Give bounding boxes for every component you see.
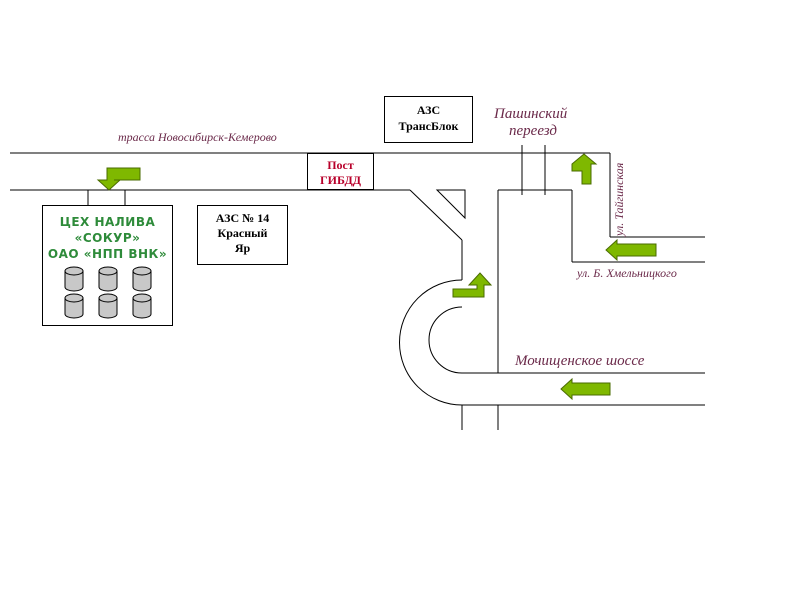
- azs14-line1: АЗС № 14: [215, 211, 270, 225]
- arrow-up-right-icon: [452, 272, 493, 298]
- loop-inner: [428, 306, 463, 374]
- sokur-line2: «СОКУР»: [74, 231, 141, 245]
- sokur-line3: ОАО «НПП ВНК»: [47, 247, 168, 261]
- triangle-island: [435, 189, 466, 220]
- arrow-down-icon: [96, 167, 141, 191]
- highway-label: трасса Новосибирск-Кемерово: [118, 130, 277, 144]
- tank-icon: [132, 266, 152, 292]
- gibdd-line1: Пост: [327, 158, 354, 172]
- taiginskaya-label: ул. Тайгинская: [612, 162, 626, 236]
- post-gibdd-box: Пост ГИБДД: [307, 153, 374, 190]
- gibdd-line2: ГИБДД: [320, 173, 361, 187]
- tank-icon: [98, 293, 118, 319]
- azs14-line2: Красный: [217, 226, 268, 240]
- tank-icon: [132, 293, 152, 319]
- arrow-up-icon: [571, 153, 598, 185]
- transblok-line2: ТрансБлок: [398, 119, 459, 133]
- khmelnitskogo-label: ул. Б. Хмельницкого: [577, 266, 677, 280]
- azs14-line3: Яр: [234, 241, 251, 255]
- crossing-label-line2: переезд: [509, 123, 558, 139]
- sokur-filling-shop-box: ЦЕХ НАЛИВА «СОКУР» ОАО «НПП ВНК»: [42, 205, 173, 326]
- loop-outer: [399, 279, 463, 406]
- arrow-left-icon-mochishchenskoe: [560, 377, 611, 401]
- mochishchenskoe-label: Мочищенское шоссе: [515, 353, 645, 369]
- azs14-box: АЗС № 14 Красный Яр: [197, 205, 288, 265]
- transblok-line1: АЗС: [416, 103, 441, 117]
- tank-icon: [64, 266, 84, 292]
- tank-icon: [98, 266, 118, 292]
- tank-icon: [64, 293, 84, 319]
- arrow-left-icon-khmelnitskogo: [605, 238, 657, 262]
- azs-transblok-box: АЗС ТрансБлок: [384, 96, 473, 143]
- sokur-line1: ЦЕХ НАЛИВА: [59, 215, 156, 229]
- crossing-label-line1: Пашинский: [494, 106, 568, 122]
